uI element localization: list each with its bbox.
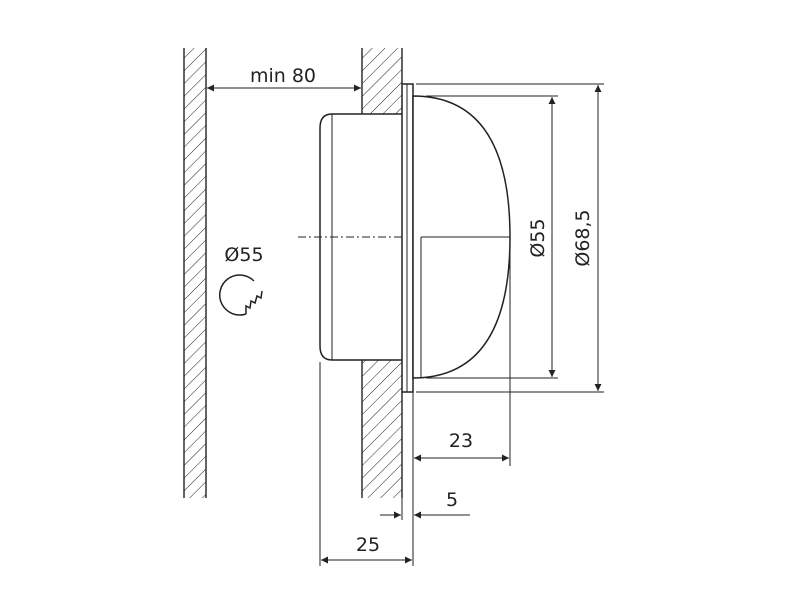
flange-thickness-label: 5 xyxy=(446,489,458,511)
luminaire-housing xyxy=(319,113,402,361)
dimension-housing-depth xyxy=(319,362,414,566)
luminaire-flange xyxy=(401,83,414,393)
dimension-dome-diameter xyxy=(426,95,558,379)
dimension-dome-depth xyxy=(412,240,511,520)
mounting-wall xyxy=(361,48,403,498)
cutout-diameter-label: Ø55 xyxy=(224,244,263,266)
flange-diameter-label: Ø68,5 xyxy=(572,209,594,266)
hole-saw-icon xyxy=(218,274,263,316)
wall-gap-label: min 80 xyxy=(250,65,316,87)
left-wall xyxy=(183,48,207,498)
dome-diameter-label: Ø55 xyxy=(527,218,549,257)
dome-depth-label: 23 xyxy=(449,430,473,452)
housing-depth-label: 25 xyxy=(356,534,380,556)
luminaire-dome xyxy=(412,95,511,379)
dimension-flange-thickness xyxy=(380,498,470,520)
